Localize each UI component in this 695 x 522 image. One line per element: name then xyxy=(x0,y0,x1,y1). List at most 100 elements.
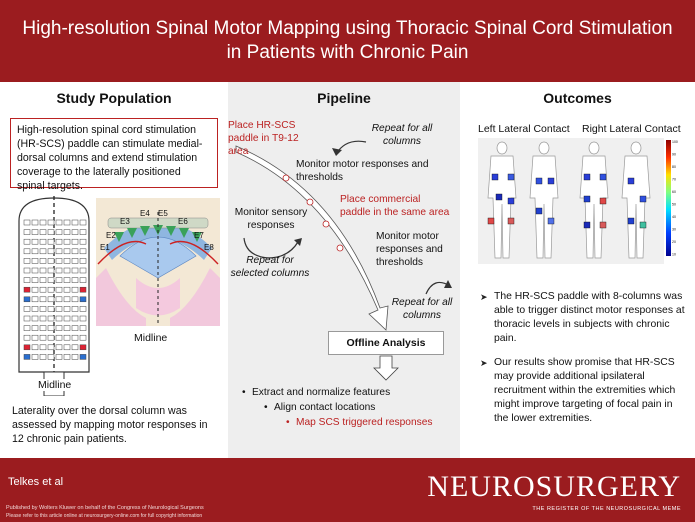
paddle-contact xyxy=(39,267,47,274)
paddle-contact xyxy=(39,354,47,360)
author-credit: Telkes et al xyxy=(8,476,64,488)
paddle-contact xyxy=(47,334,55,341)
colorbar-tick: 10 xyxy=(672,253,676,257)
outcome-bullets: The HR-SCS paddle with 8-columns was abl… xyxy=(480,290,688,436)
offline-analysis-box: Offline Analysis xyxy=(328,331,444,355)
paddle-contact xyxy=(47,306,55,312)
paddle-contact xyxy=(47,344,55,351)
paddle-contact xyxy=(71,325,79,331)
study-population-heading: Study Population xyxy=(56,90,172,106)
paddle-contact xyxy=(47,258,55,264)
paddle-contact xyxy=(55,219,63,226)
paddle-contact xyxy=(31,229,39,235)
paddle-contact xyxy=(71,354,79,360)
paddle-contact xyxy=(71,258,79,264)
paddle-contact xyxy=(39,344,47,351)
paddle-contact xyxy=(55,267,63,274)
paddle-contact xyxy=(39,315,47,322)
outcome-point-2: Our results show promise that HR-SCS may… xyxy=(480,356,688,426)
pipeline-panel: Pipeline Place HR-SCS paddle in T9-12 ar… xyxy=(228,82,460,458)
paddle-contact xyxy=(31,315,39,322)
paddle-contact xyxy=(79,248,87,255)
heat-square xyxy=(583,195,591,203)
paddle-contact xyxy=(55,296,63,303)
paddle-contact xyxy=(31,334,39,341)
paddle-contact xyxy=(71,315,79,322)
logo-tagline: THE REGISTER OF THE NEUROSURGICAL MEME xyxy=(532,506,681,512)
paddle-contact xyxy=(71,219,79,226)
paddle-contact xyxy=(79,334,87,341)
paddle-contact xyxy=(63,248,71,255)
paddle-contact xyxy=(47,354,55,360)
paddle-contact xyxy=(71,229,79,235)
paddle-contact xyxy=(23,258,31,264)
paddle-contact xyxy=(47,286,55,293)
paddle-contact xyxy=(55,286,63,293)
paddle-contact xyxy=(39,286,47,293)
heat-square xyxy=(495,193,503,201)
repeat-selected-columns: Repeat for selected columns xyxy=(230,255,310,279)
paddle-contact xyxy=(31,296,39,303)
paddle-contact xyxy=(47,219,55,226)
electrode-label: E8 xyxy=(204,243,214,252)
electrode-label: E3 xyxy=(120,217,130,226)
paddle-contact xyxy=(39,219,47,226)
paddle-contact xyxy=(31,306,39,312)
paddle-contact xyxy=(63,219,71,226)
right-contact-label: Right Lateral Contact xyxy=(582,123,681,135)
electrode-label: E1 xyxy=(100,243,110,252)
left-contact-label: Left Lateral Contact xyxy=(478,123,570,135)
paddle-contact xyxy=(47,315,55,322)
paddle-contact xyxy=(23,267,31,274)
paddle-contact xyxy=(31,344,39,351)
heat-square xyxy=(491,173,499,181)
header-banner: High-resolution Spinal Motor Mapping usi… xyxy=(0,0,695,82)
paddle-contact xyxy=(23,296,31,303)
colorbar-tick: 90 xyxy=(672,153,676,157)
laterality-note: Laterality over the dorsal column was as… xyxy=(12,405,208,445)
heat-square xyxy=(583,221,591,229)
paddle-contact xyxy=(55,325,63,331)
paddle-contact xyxy=(23,354,31,360)
colorbar-tick: 80 xyxy=(672,165,676,169)
neurosurgery-logo: NEUROSURGERY xyxy=(427,470,681,503)
paddle-contact xyxy=(39,248,47,255)
paddle-contact xyxy=(79,306,87,312)
bullet-align: Align contact locations xyxy=(264,400,432,415)
publisher-note: Published by Wolters Kluwer on behalf of… xyxy=(6,505,204,511)
pipeline-heading: Pipeline xyxy=(317,90,371,106)
paddle-contact xyxy=(55,238,63,245)
electrode-label: E4 xyxy=(140,209,150,218)
heat-square xyxy=(535,207,543,215)
paddle-contact xyxy=(23,219,31,226)
paddle-contact xyxy=(31,267,39,274)
midline-label-paddle: Midline xyxy=(38,379,72,391)
step-place-hr-scs: Place HR-SCS paddle in T9-12 area xyxy=(228,120,299,157)
monitor-motor-2: Monitor motor responses and thresholds xyxy=(376,231,443,268)
outcomes-heading: Outcomes xyxy=(543,90,612,106)
paddle-contact xyxy=(31,325,39,331)
paddle-contact xyxy=(39,334,47,341)
outcome-point-1: The HR-SCS paddle with 8-columns was abl… xyxy=(480,290,688,346)
copyright-note: Please refer to this article online at n… xyxy=(6,513,203,519)
paddle-contact xyxy=(79,325,87,331)
heat-square xyxy=(627,217,635,225)
monitor-sensory: Monitor sensory responses xyxy=(234,207,308,231)
paddle-contact xyxy=(31,277,39,283)
paddle-contact xyxy=(63,334,71,341)
paddle-contact xyxy=(31,238,39,245)
paddle-contact xyxy=(79,315,87,322)
paddle-contact xyxy=(23,277,31,283)
paddle-contact xyxy=(39,229,47,235)
colorbar-tick: 50 xyxy=(672,203,676,207)
heat-square xyxy=(507,197,515,205)
heat-square xyxy=(627,177,635,185)
monitor-motor-1: Monitor motor responses and thresholds xyxy=(296,159,429,183)
paddle-contact xyxy=(63,267,71,274)
paddle-contact xyxy=(63,229,71,235)
paddle-contact xyxy=(47,296,55,303)
electrode-label: E2 xyxy=(106,231,116,240)
heat-square xyxy=(507,217,515,225)
bullet-extract: Extract and normalize features xyxy=(242,385,432,400)
paddle-contact xyxy=(71,286,79,293)
